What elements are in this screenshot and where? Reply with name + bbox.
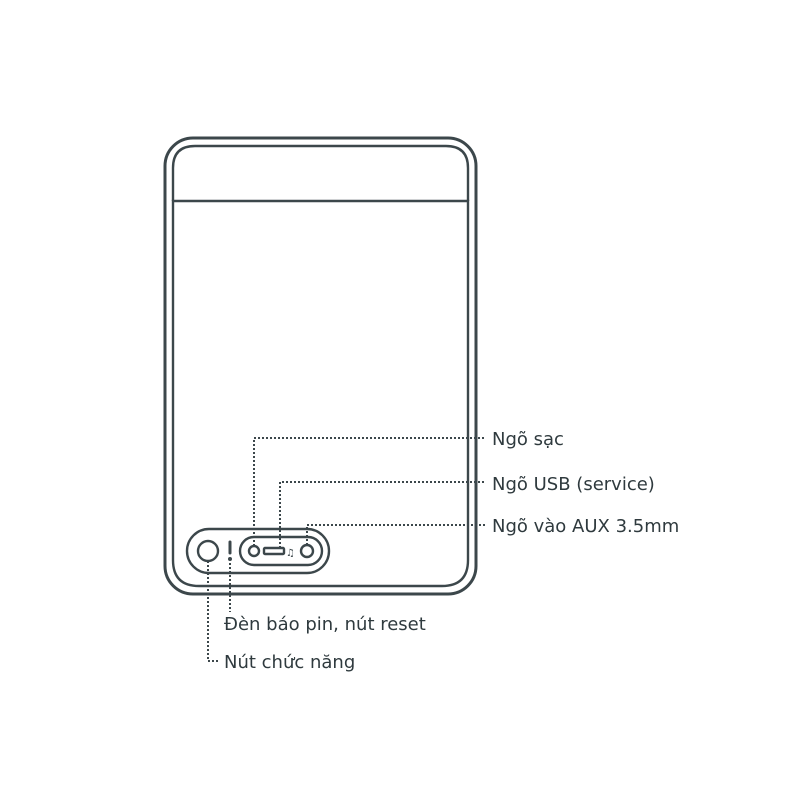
callout-labels: Ngõ sạc Ngõ USB (service) Ngõ vào AUX 3.…: [224, 429, 679, 673]
usb-port: [262, 546, 286, 556]
charging-port: [247, 544, 261, 558]
usb-port-leader: [279, 481, 486, 548]
battery-led-reset-label: Đèn báo pin, nút reset: [224, 614, 426, 635]
leader-lines: [207, 437, 486, 662]
charging-port-leader: [253, 437, 486, 546]
aux-port: [299, 543, 315, 559]
function-button-leader: [207, 561, 219, 662]
speaker-top-band: [171, 144, 470, 201]
speaker-body: [163, 136, 478, 596]
reset-button[interactable]: [228, 557, 232, 561]
charging-port-label: Ngõ sạc: [492, 429, 564, 450]
speaker-outline: [163, 136, 478, 596]
speaker-face-panel: [171, 199, 470, 588]
aux-input-leader: [306, 524, 486, 545]
aux-input-label: Ngõ vào AUX 3.5mm: [492, 516, 679, 537]
function-button[interactable]: [196, 539, 220, 563]
usb-service-port-label: Ngõ USB (service): [492, 474, 655, 495]
port-group-outline: [238, 535, 324, 567]
function-button-label: Nút chức năng: [224, 652, 355, 673]
music-note-icon: ♫: [286, 548, 295, 559]
port-panel-recess: [185, 527, 331, 575]
